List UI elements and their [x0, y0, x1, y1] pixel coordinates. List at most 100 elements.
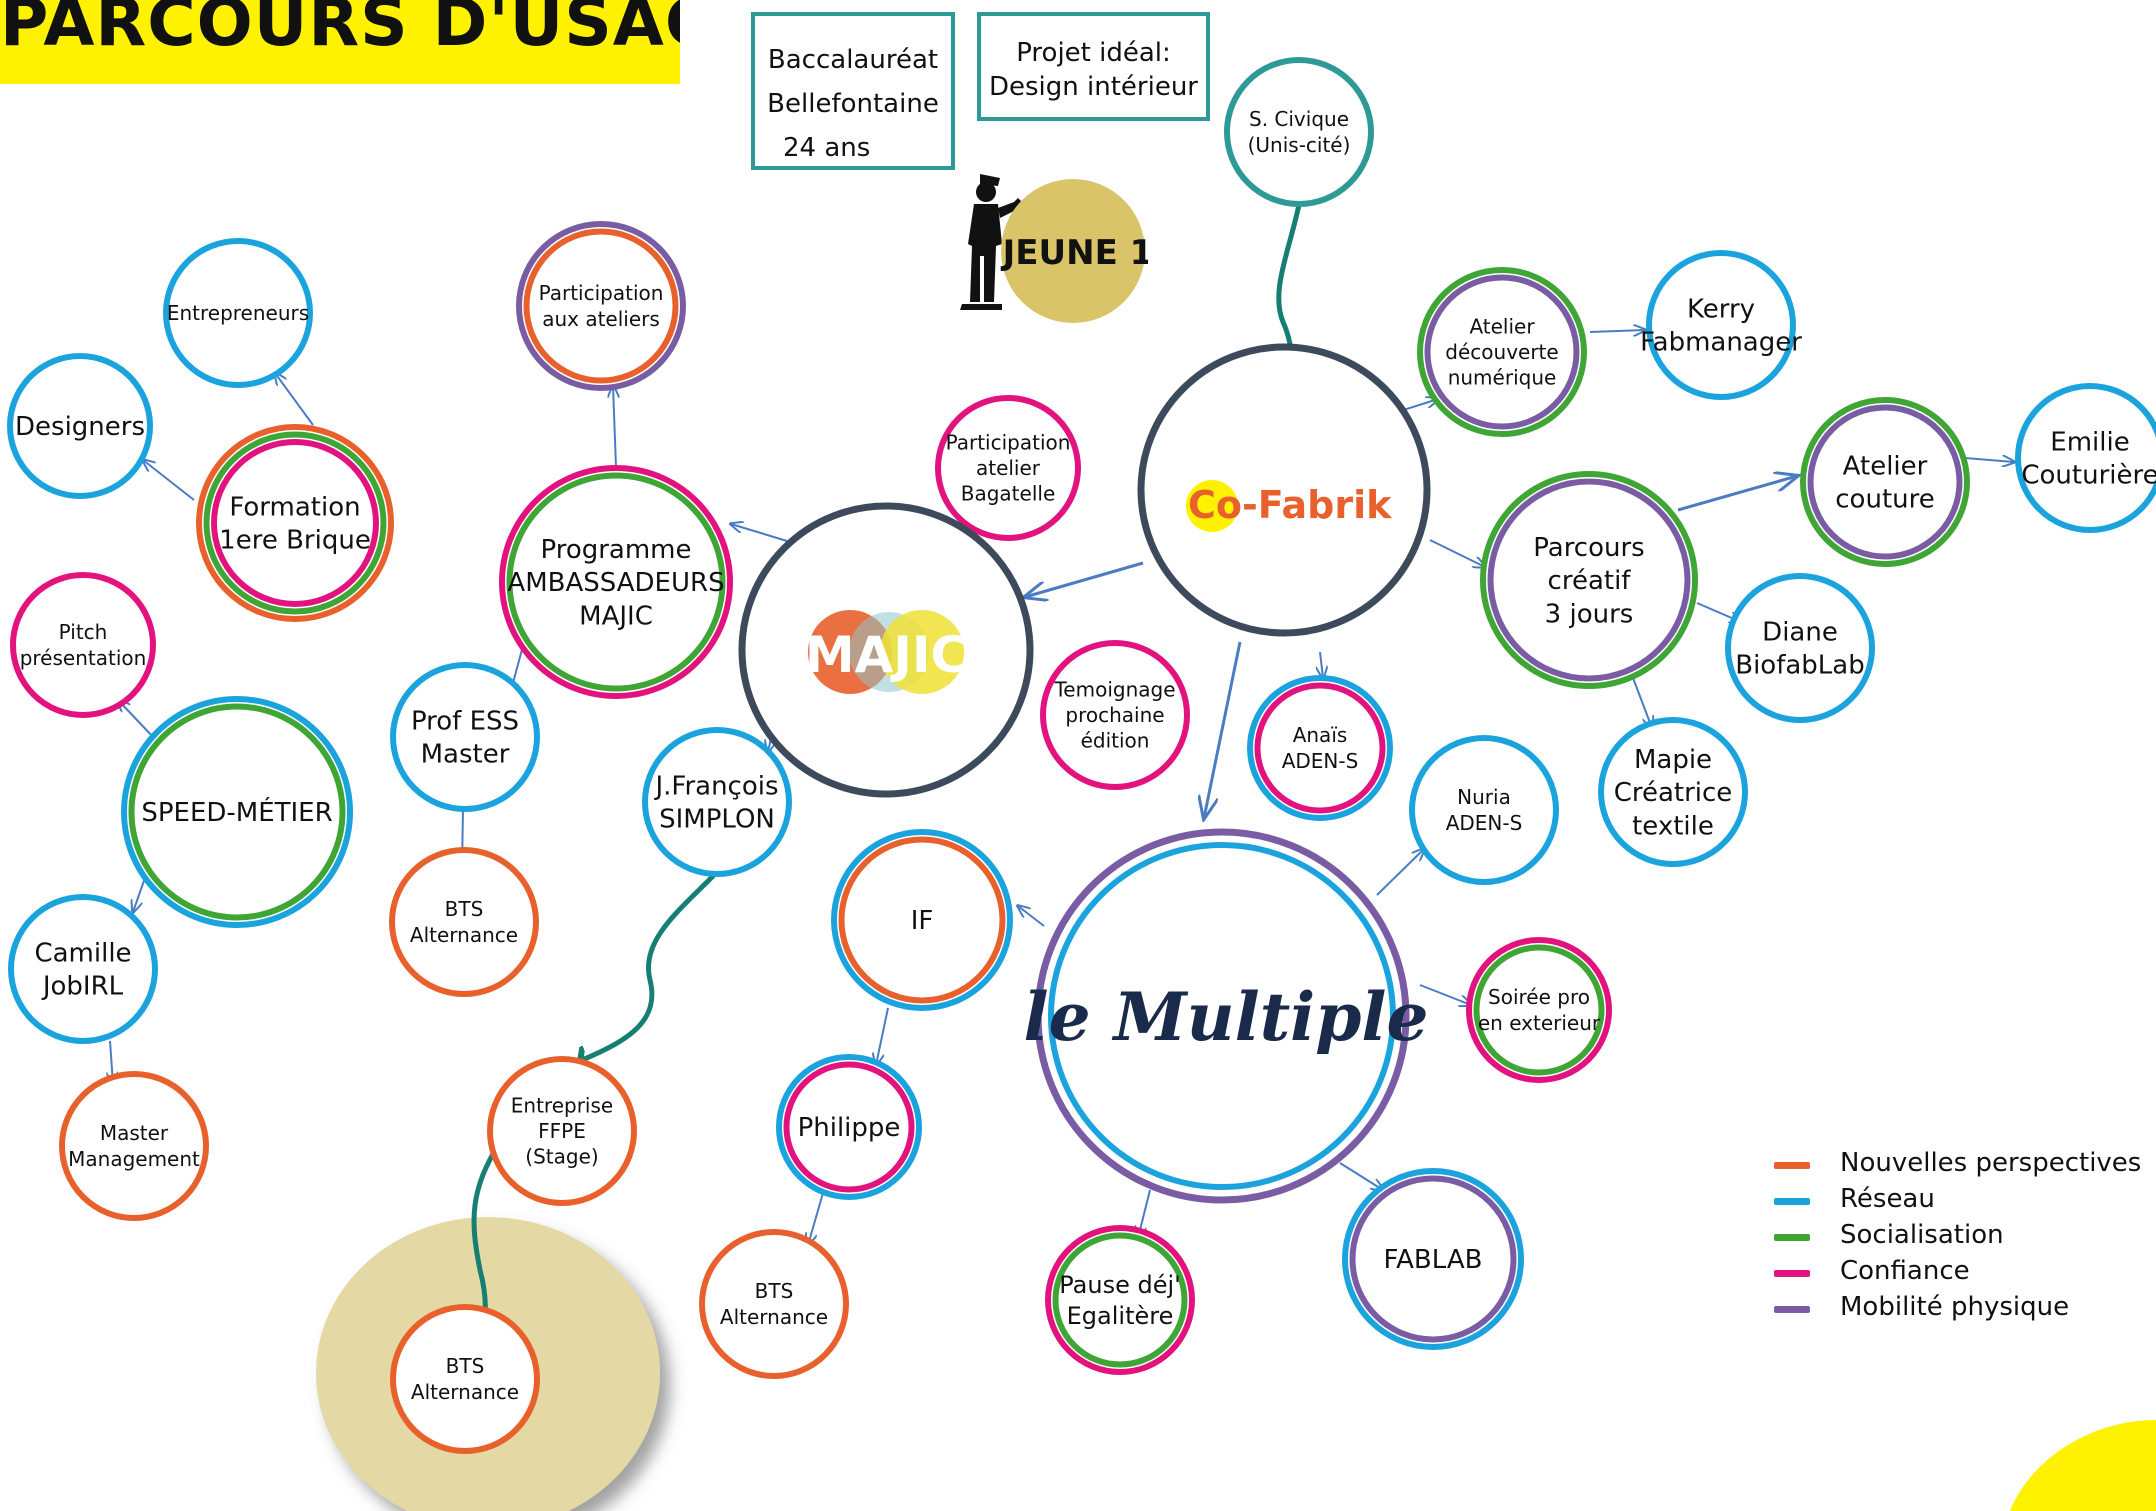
path-jfrancois-entreprise — [582, 871, 718, 1060]
node-bg — [392, 850, 536, 994]
node-label-line: BTS — [445, 897, 484, 921]
node-bg — [1649, 253, 1793, 397]
profile-education: Baccalauréat — [767, 45, 939, 75]
node-label-line: édition — [1081, 729, 1150, 753]
node-bg — [1227, 60, 1371, 204]
ring-reseau — [1247, 675, 1393, 821]
ring-reseau — [7, 353, 153, 499]
project-value: Design intérieur — [988, 72, 1198, 102]
arrow-cofabrik-lemultiple — [1204, 641, 1242, 818]
node-label: IF — [911, 906, 934, 936]
ring-reseau — [1598, 717, 1748, 867]
node-label-line: Alternance — [410, 923, 518, 947]
ring-nouvelles_perspectives — [196, 424, 394, 622]
arrow-lemultiple-fablab — [1339, 1162, 1383, 1190]
ring-reseau — [1342, 1168, 1524, 1350]
node-label: S. Civique(Unis-cité) — [1248, 107, 1351, 157]
node-fablab[interactable]: FABLAB — [1342, 1168, 1524, 1350]
ring-confiance — [1040, 640, 1190, 790]
node-label-line: aux ateliers — [542, 307, 660, 331]
node-label-line: Alternance — [411, 1380, 519, 1404]
arrow-couture-emilie — [1964, 458, 2014, 462]
node-bg — [938, 398, 1078, 538]
node-speed[interactable]: SPEED-MÉTIER — [121, 696, 353, 928]
node-bg — [490, 1059, 634, 1203]
node-label-line: JobIRL — [41, 972, 124, 1002]
node-pause[interactable]: Pause déj'Egalitère — [1045, 1225, 1195, 1375]
ring-mobilite_physique — [516, 221, 686, 391]
node-bg — [1469, 940, 1609, 1080]
node-entrepreneurs[interactable]: Entrepreneurs — [163, 238, 313, 388]
page-title: PARCOURS D'USAGER 1 — [0, 0, 680, 61]
node-if[interactable]: IF — [831, 829, 1013, 1011]
node-label-line: découverte — [1445, 340, 1558, 364]
legend-item: Socialisation — [1772, 1220, 2132, 1256]
legend-label: Mobilité physique — [1840, 1292, 2070, 1322]
hub-cofabrik[interactable]: Co-Fabrik — [1137, 343, 1431, 637]
ring-socialisation — [203, 431, 387, 615]
node-designers[interactable]: Designers — [7, 353, 153, 499]
hub-lemultiple[interactable]: le Multiple — [1024, 828, 1429, 1204]
legend-item: Nouvelles perspectives — [1772, 1148, 2141, 1184]
hubs: Co-Fabrik MAJIC le Multiple — [738, 343, 1431, 1204]
hub-majic[interactable]: MAJIC — [738, 502, 1034, 798]
node-scivique[interactable]: S. Civique(Unis-cité) — [1224, 57, 1374, 207]
ring-nouvelles_perspectives — [699, 1229, 849, 1379]
ring-socialisation — [1473, 944, 1605, 1076]
ring-teal — [1224, 57, 1374, 207]
ring-reseau — [1646, 250, 1796, 400]
node-label-line: FFPE — [538, 1119, 586, 1143]
node-label-line: FABLAB — [1384, 1245, 1483, 1275]
node-label-line: Entreprise — [511, 1093, 613, 1117]
ring-confiance — [211, 439, 379, 607]
ring-confiance — [499, 465, 733, 699]
node-label-line: créatif — [1548, 566, 1632, 596]
node-philippe[interactable]: Philippe — [776, 1054, 922, 1200]
node-label-line: Soirée pro — [1488, 985, 1590, 1009]
node-bg — [199, 427, 391, 619]
legend-label: Nouvelles perspectives — [1840, 1148, 2142, 1178]
node-label-line: BTS — [446, 1354, 485, 1378]
ring-confiance — [1045, 1225, 1195, 1375]
legend-swatch-icon — [1774, 1306, 1810, 1313]
ring-socialisation — [1052, 1232, 1188, 1368]
ring-mobilite_physique — [1349, 1175, 1517, 1343]
node-label-line: Participation — [946, 430, 1071, 454]
node-bg — [13, 575, 153, 715]
arrow-lemultiple-soiree — [1419, 984, 1471, 1005]
node-bg — [1048, 1228, 1192, 1372]
ring-reseau — [776, 1054, 922, 1200]
node-label-line: ADEN-S — [1282, 749, 1359, 773]
